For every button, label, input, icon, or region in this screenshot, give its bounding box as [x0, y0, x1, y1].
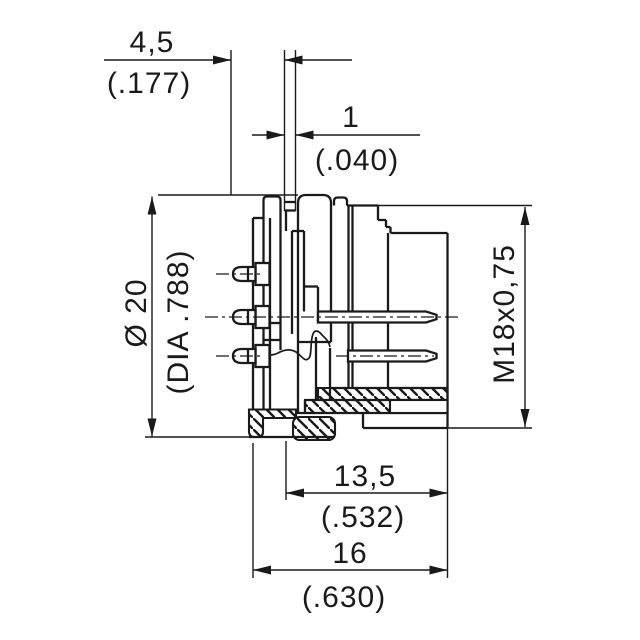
center-lines: [205, 273, 460, 357]
label-16-mm: 16: [332, 537, 367, 570]
gasket-section: [291, 415, 337, 442]
arrow: [520, 409, 530, 427]
dim-13-5: [285, 441, 448, 500]
dim-m18: [378, 204, 532, 429]
seal-disc: [284, 200, 296, 231]
label-dia20-mm: Ø 20: [120, 278, 153, 347]
spacer-ring: [332, 196, 349, 206]
dim-dia20: [145, 194, 298, 438]
label-1-inch: (.040): [315, 144, 399, 177]
arrow: [266, 130, 285, 140]
section-cut-areas: [247, 386, 449, 442]
front-insulator: [290, 229, 320, 334]
arrow: [147, 196, 157, 215]
washer-section: [388, 398, 449, 415]
arrow: [213, 55, 231, 65]
label-dia20-inch: (DIA .788): [162, 249, 195, 394]
arrow: [284, 55, 303, 65]
label-thread: M18x0,75: [488, 244, 521, 384]
arrow: [429, 488, 448, 498]
label-4-5-mm: 4,5: [130, 26, 175, 59]
label-1-mm: 1: [342, 101, 360, 134]
dimension-lines: [104, 50, 532, 578]
arrow: [520, 207, 530, 225]
rear-insulator: [251, 195, 282, 410]
arrow: [429, 565, 448, 575]
arrow: [253, 565, 271, 575]
hatch-band-upper: [316, 386, 449, 402]
label-16-inch: (.630): [302, 581, 386, 614]
arrow: [286, 488, 304, 498]
dim-16: [252, 428, 449, 578]
label-13-5-inch: (.532): [321, 501, 405, 534]
hatch-band-middle: [303, 398, 392, 415]
dim-1: [252, 50, 420, 211]
arrowheads: [147, 55, 530, 575]
arrow: [147, 418, 157, 437]
label-4-5-inch: (.177): [107, 67, 191, 100]
hatch-band-lower-foot: [247, 408, 298, 439]
break-line: [263, 330, 331, 361]
solder-terminals: [231, 261, 271, 369]
dimension-labels: 4,5 (.177) 1 (.040) Ø 20 (DIA .788) M18x…: [107, 26, 521, 614]
contact-pins: [316, 310, 438, 363]
arrow: [295, 130, 314, 140]
label-13-5-mm: 13,5: [334, 460, 396, 493]
